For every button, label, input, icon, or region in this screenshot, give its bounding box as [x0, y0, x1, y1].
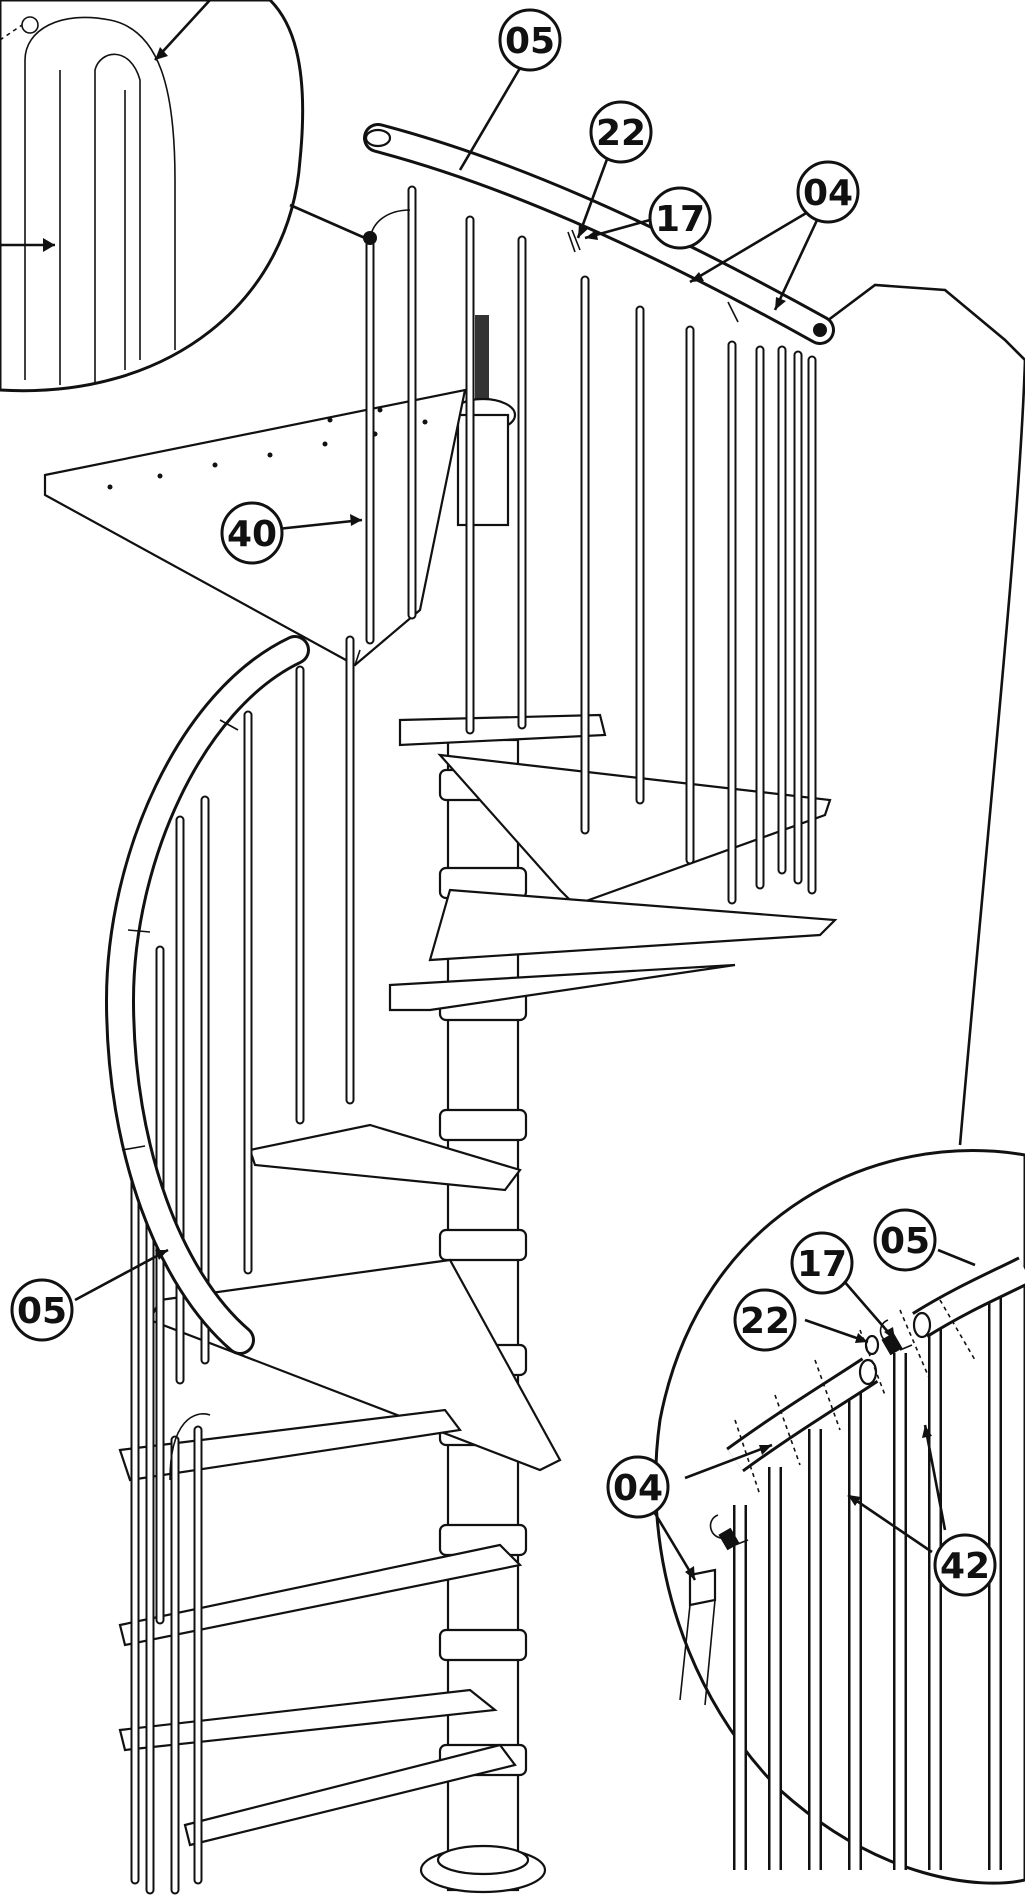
screw-hole — [377, 407, 383, 413]
stair-tread — [388, 963, 736, 1012]
stair-tread — [118, 1543, 523, 1647]
spiral-staircase — [43, 123, 838, 1895]
svg-text:40: 40 — [227, 514, 277, 555]
callout-42-detail: 42 — [933, 1533, 997, 1597]
top-left-detail-view — [0, 0, 366, 393]
balusters — [130, 185, 817, 1895]
lower-handrail — [104, 635, 310, 1355]
stair-tread — [118, 1408, 462, 1482]
svg-text:04: 04 — [613, 1468, 663, 1509]
svg-text:05: 05 — [880, 1221, 930, 1262]
svg-text:42: 42 — [940, 1546, 990, 1587]
stair-tread — [118, 1688, 498, 1752]
column-ring — [438, 1228, 528, 1262]
screw-hole — [267, 452, 273, 458]
screw-hole — [322, 441, 328, 447]
callout-22-top: 22 — [589, 100, 653, 164]
screw-hole — [157, 473, 163, 479]
stair-treads — [118, 713, 838, 1847]
top-handrail — [363, 123, 835, 345]
svg-text:04: 04 — [803, 173, 853, 214]
screw-hole — [107, 484, 113, 490]
column-ring — [438, 1628, 528, 1662]
zoom-outline — [814, 283, 1025, 1146]
callout-04-top: 04 — [796, 160, 860, 224]
screw-hole — [327, 417, 333, 423]
callout-40: 40 — [220, 501, 284, 565]
callout-05-left: 05 — [10, 1278, 74, 1342]
leader-lines — [74, 67, 976, 1581]
callout-05-top: 05 — [498, 8, 562, 72]
dashed-guide — [939, 1299, 976, 1361]
dashed-guide — [734, 1419, 761, 1496]
svg-text:05: 05 — [505, 21, 555, 62]
callout-17-detail: 17 — [790, 1231, 854, 1295]
column-ring — [438, 1108, 528, 1142]
callout-04-detail: 04 — [606, 1455, 670, 1519]
stair-tread — [398, 713, 607, 747]
screw-hole — [212, 462, 218, 468]
callout-05-detail: 05 — [873, 1208, 937, 1272]
ring-part-22 — [864, 1334, 880, 1356]
svg-text:05: 05 — [17, 1291, 67, 1332]
svg-text:22: 22 — [740, 1301, 790, 1342]
callout-22-detail: 22 — [733, 1288, 797, 1352]
callout-17-top: 17 — [648, 186, 712, 250]
stair-tread — [183, 1743, 517, 1847]
screw-hole — [422, 419, 428, 425]
connector-part-17 — [881, 1332, 903, 1356]
stair-tread — [428, 888, 838, 962]
svg-text:22: 22 — [596, 113, 646, 154]
threaded-rod — [475, 315, 489, 410]
svg-text:17: 17 — [797, 1244, 847, 1285]
stair-tread — [248, 1123, 522, 1192]
svg-text:17: 17 — [655, 199, 705, 240]
rail-bracket — [169, 1413, 211, 1481]
